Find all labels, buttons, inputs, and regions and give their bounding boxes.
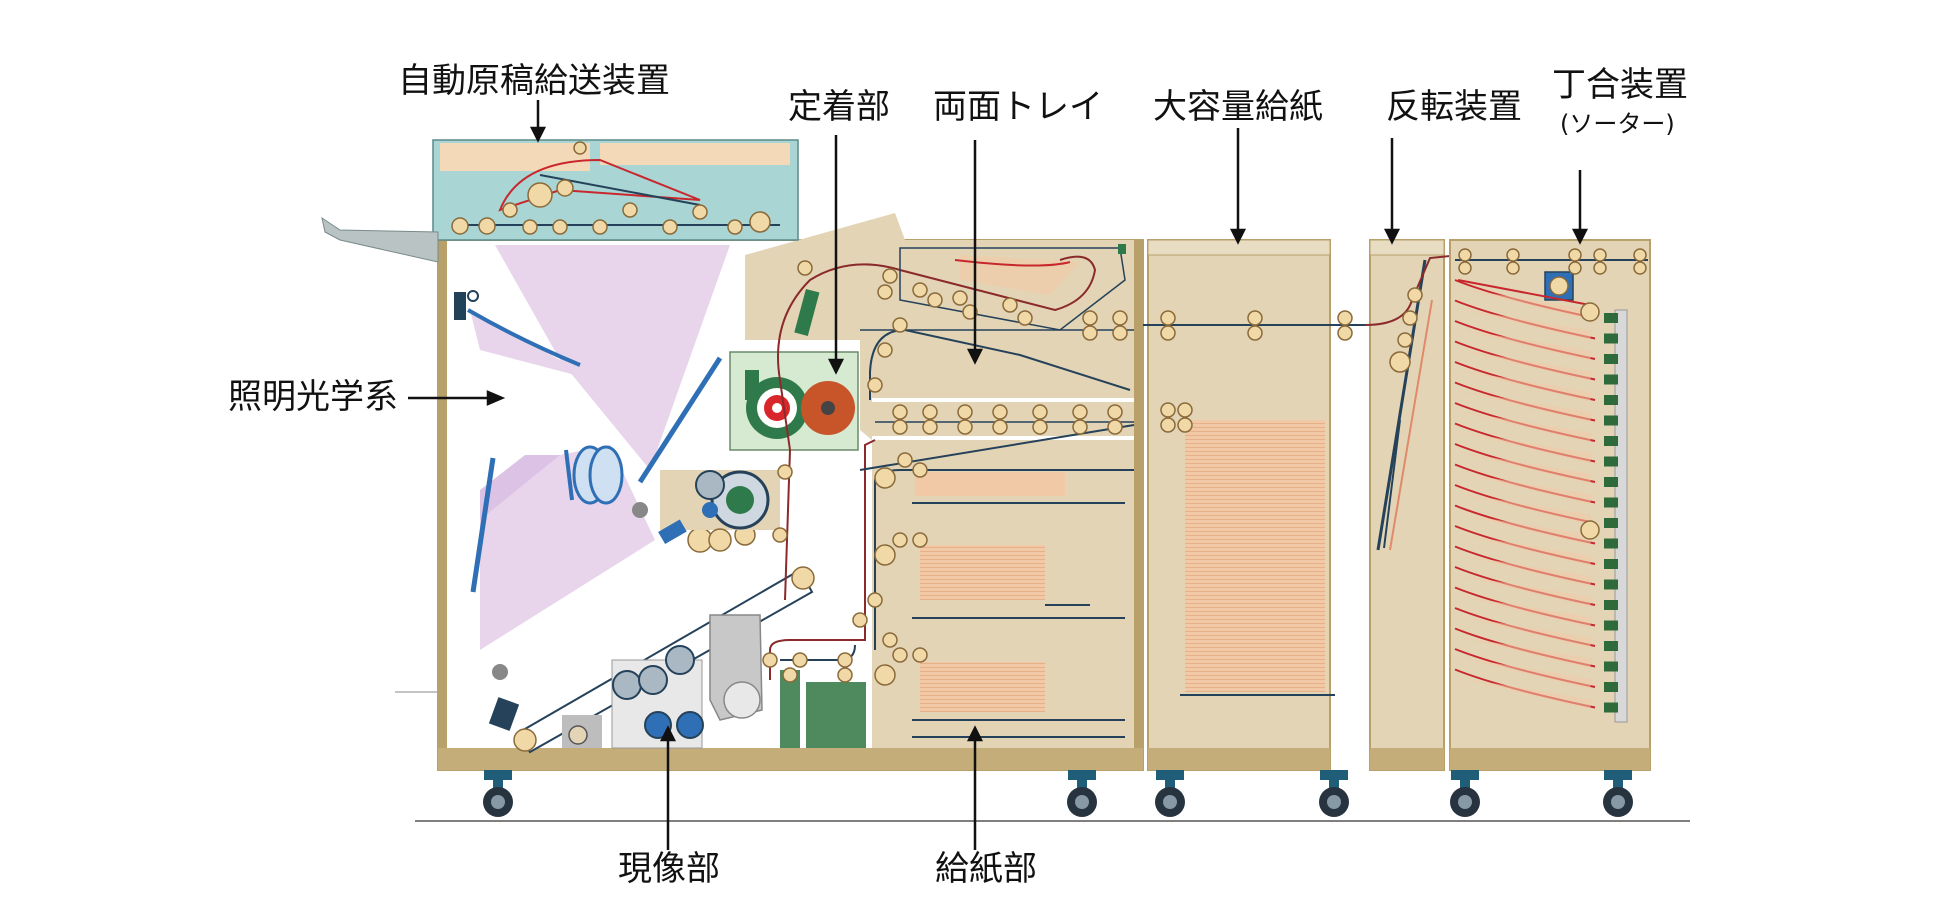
exit-tray [321,216,439,263]
lamp-unit [454,290,479,320]
caster-wheel [483,770,513,817]
mirror-2 [637,356,723,484]
mirror-1 [467,308,581,367]
label-lcc: 大容量給紙 [1153,87,1323,127]
callout-arrows [408,100,1589,850]
caster-wheel [1155,770,1185,817]
sorter-bin-tab [1604,518,1618,528]
sorter-bin-tab [1604,600,1618,610]
sorter-bin-tab [1604,620,1618,631]
exit-sensor [794,288,820,337]
sorter-bin-tab [1604,374,1618,385]
sorter-bin-tab [1604,497,1618,508]
label-adf: 自動原稿給送装置 [398,61,670,101]
cassette-2-stack [920,545,1045,600]
sorter-bin-tab [1604,702,1618,713]
lcc-paper-stack [1185,420,1325,692]
fuser-unit [729,351,859,451]
caster-wheel [1067,770,1097,817]
sorter-bin-paper [1458,329,1592,361]
label-paper-feed: 給紙部 [935,849,1037,889]
rollers-main [762,260,1128,686]
sorter-bin-tab [1604,538,1618,549]
paper-path-lower [769,439,876,680]
sorter-bin-tab [1604,579,1618,590]
sorter-bin-tab [1604,415,1618,426]
sorter-bin-tab [1604,313,1618,323]
sorter-bin-paper [1458,513,1592,546]
caster-wheel [1603,770,1633,817]
sorter-bin-paper [1458,411,1592,443]
collator-unit [1449,239,1651,771]
sorter-bin-tab [1604,395,1618,405]
sorter-bin-paper [1458,370,1592,402]
inverter-unit [1364,239,1461,771]
sorter-bin-paper [1458,390,1592,423]
cassette-3-stack [920,662,1045,712]
casters [483,770,1633,817]
sorter-bin-paper [1458,349,1592,382]
lens-assembly [564,445,624,505]
developer-unit [611,614,763,749]
sorter-bin-paper [1458,493,1592,525]
caster-wheel [1319,770,1349,817]
mirror-3 [470,457,496,593]
main-copier-body [437,213,1144,771]
sorter-bin-paper [1458,308,1592,341]
caster-wheel [1450,770,1480,817]
sorter-rail [1614,309,1628,723]
sorter-bin-paper [1458,636,1592,669]
sorter-bin-paper [1458,595,1592,628]
sorter-bin-paper [1458,472,1592,505]
inverter-guide [1376,259,1427,551]
sorter-bin-tab [1604,682,1618,692]
sorter-bin-paper [1458,616,1592,648]
base-frame [438,748,1143,770]
sorter-bin-paper [1458,575,1592,607]
sorter-bin-tab [1604,456,1618,467]
sorter-bin-paper [1458,452,1592,484]
sorter-bin-paper [1458,657,1592,689]
sorter-bin-tab [1604,641,1618,651]
sorter-bin-tabs [1604,313,1618,713]
label-collator: 丁合装置 [1552,65,1688,105]
right-frame [1134,240,1143,770]
label-duplex-tray: 両面トレイ [933,87,1103,127]
sorter-bin-tab [1604,559,1618,569]
sorter-bin-tab [1604,354,1618,364]
adf-unit [321,139,799,263]
sorter-bin-tab [1604,333,1618,344]
sorter-bin-paper [1458,677,1592,710]
sorter-bin-paper [1458,431,1592,464]
label-fuser: 定着部 [788,87,890,127]
toner-bottle-large [806,682,866,748]
label-optics: 照明光学系 [228,377,398,417]
sorter-bin-paper [1458,288,1592,320]
toner-bottle-small [780,670,800,748]
sorter-bin-tab [1604,661,1618,672]
paper-path-upper [777,255,1097,601]
label-collator-sub: (ソーター) [1560,110,1675,138]
light-path-upper [495,245,730,470]
lcc-unit [1143,239,1365,771]
sorter-bin-paper [1458,554,1592,587]
label-inverter: 反転装置 [1386,87,1522,127]
sorter-bin-tab [1604,436,1618,446]
sorter-bin-paper [1458,534,1592,566]
sorter-bins [1454,279,1596,710]
sorter-bin-tab [1604,477,1618,487]
left-frame [438,240,447,770]
cassette-1-stack [915,472,1065,496]
label-developer: 現像部 [618,849,720,889]
